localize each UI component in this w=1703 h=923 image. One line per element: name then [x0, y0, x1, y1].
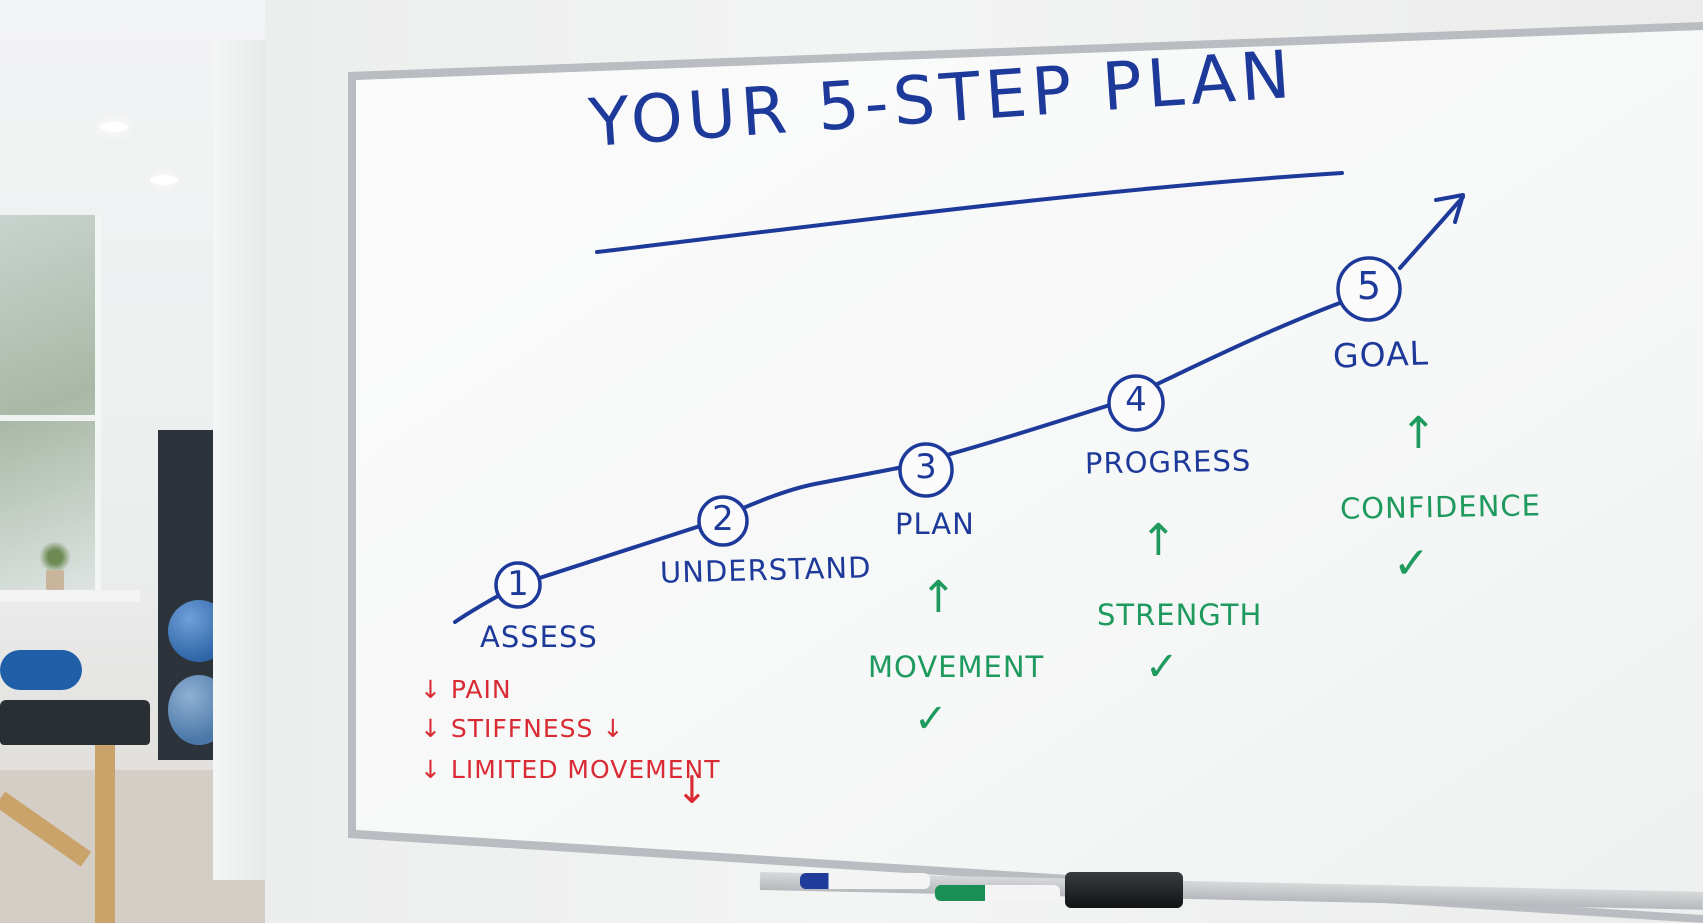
step-number-4: 4	[1125, 380, 1147, 420]
step-label-understand: UNDERSTAND	[659, 550, 872, 590]
step-circle-2	[697, 495, 749, 547]
step-label-goal: GOAL	[1332, 333, 1430, 376]
up-arrow-icon: ↑	[1140, 515, 1178, 566]
step-circle-5	[1336, 256, 1402, 322]
step-label-progress: PROGRESS	[1084, 443, 1252, 481]
step-circle-3	[898, 442, 954, 498]
decrease-item-stiffness: ↓ STIFFNESS ↓	[420, 714, 625, 743]
check-icon: ✓	[1393, 538, 1431, 589]
potted-plant	[38, 535, 72, 590]
step-number-5: 5	[1356, 264, 1382, 308]
window	[0, 215, 101, 595]
green-marker[interactable]	[935, 885, 1060, 901]
up-arrow-icon: ↑	[920, 572, 958, 623]
blue-marker[interactable]	[800, 873, 930, 889]
step-label-plan: PLAN	[895, 507, 975, 541]
down-arrow-icon: ↓	[420, 714, 442, 743]
step-number-2: 2	[712, 499, 734, 539]
improvement-confidence: CONFIDENCE	[1339, 488, 1542, 526]
window-sill	[0, 590, 140, 602]
step-label-assess: ASSESS	[480, 620, 598, 654]
therapy-bolster	[0, 650, 82, 690]
goal-arrow	[1398, 195, 1465, 270]
decrease-item-limited-movement: ↓ LIMITED MOVEMENT	[420, 755, 721, 784]
whiteboard-eraser[interactable]	[1065, 872, 1183, 908]
down-arrow-icon: ↓	[420, 755, 442, 784]
step-circle-1	[494, 561, 542, 609]
down-arrow-icon: ↓	[676, 768, 709, 812]
up-arrow-icon: ↑	[1400, 408, 1438, 459]
decrease-item-pain: ↓ PAIN	[420, 675, 512, 704]
title-underline	[595, 171, 1344, 254]
step-number-3: 3	[915, 447, 937, 487]
check-icon: ✓	[1145, 644, 1180, 690]
improvement-movement: MOVEMENT	[868, 650, 1045, 684]
improvement-strength: STRENGTH	[1097, 598, 1263, 632]
ceiling-light	[150, 175, 178, 185]
ceiling-light	[100, 122, 128, 132]
step-number-1: 1	[507, 564, 529, 604]
step-circle-4	[1107, 374, 1165, 432]
door-frame	[213, 40, 265, 880]
down-arrow-icon: ↓	[420, 675, 442, 704]
check-icon: ✓	[914, 696, 949, 742]
table-leg	[95, 745, 115, 923]
treatment-table	[0, 700, 150, 745]
down-arrow-icon: ↓	[602, 714, 625, 743]
